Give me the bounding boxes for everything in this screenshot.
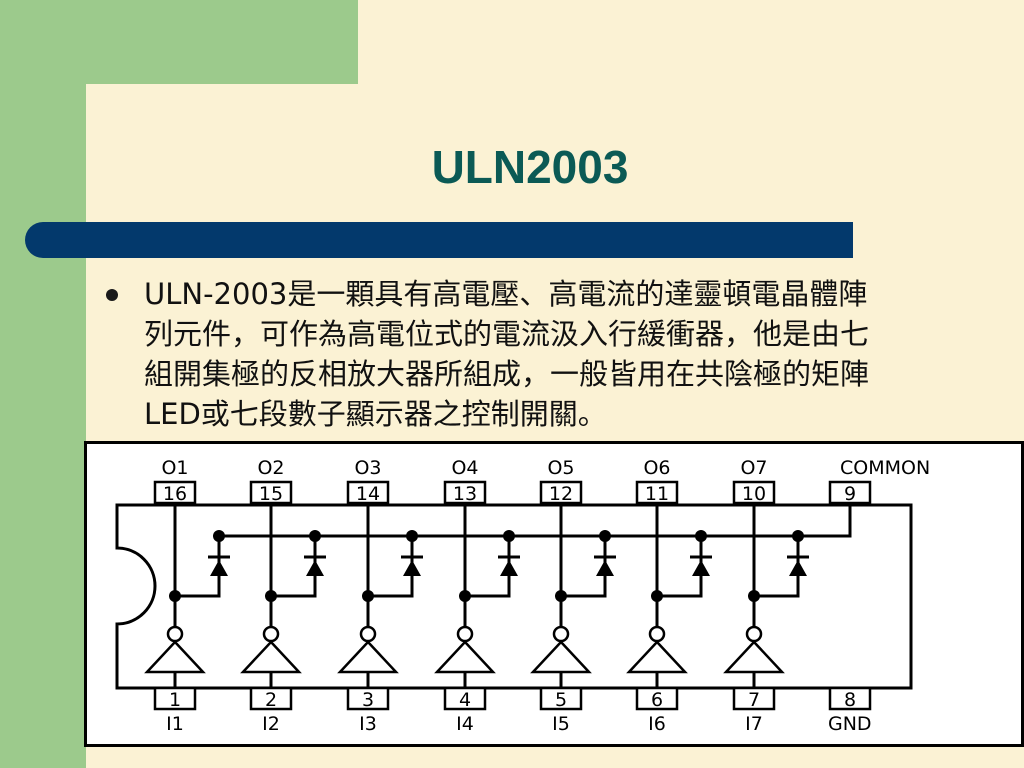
bottom-pin-label-7: I7 [745, 713, 763, 735]
top-pin-number-3: 14 [356, 483, 380, 505]
top-pin-number-5: 12 [549, 483, 573, 505]
top-pin-label-3: O3 [354, 457, 381, 479]
bottom-pin-number-6: 6 [651, 689, 663, 711]
bottom-pin-label-6: I6 [648, 713, 666, 735]
bottom-pin-label-8: GND [828, 713, 872, 735]
bus-node-1 [213, 530, 225, 542]
inverter-bubble-4 [456, 625, 474, 643]
bottom-pin-number-3: 3 [362, 689, 374, 711]
green-top-tab [0, 0, 358, 84]
bus-node-2 [309, 530, 321, 542]
inverter-bubble-6 [648, 625, 666, 643]
top-pin-label-4: O4 [451, 457, 478, 479]
title-underline-bar [25, 222, 853, 258]
top-pin-label-5: O5 [547, 457, 574, 479]
parchment-top [358, 0, 1024, 100]
diode-wire-6 [657, 536, 703, 598]
bottom-pin-number-4: 4 [459, 689, 471, 711]
inverter-bubble-3 [359, 625, 377, 643]
top-pin-number-6: 11 [645, 483, 669, 505]
diode-wire-4 [465, 536, 511, 598]
top-pin-number-1: 16 [163, 483, 187, 505]
chip-schematic: O1 16 1I1 O2 15 2I2 O3 14 3I3 O4 13 4I4 O5 12 5I5 O6 11 6… [115, 457, 930, 735]
common-bus [219, 505, 852, 538]
bottom-pin-label-3: I3 [359, 713, 377, 735]
inverter-2 [240, 640, 302, 674]
inverter-bubble-7 [745, 625, 763, 643]
diode-wire-2 [271, 536, 317, 598]
bottom-pin-number-2: 2 [265, 689, 277, 711]
top-pin-label-8: COMMON [840, 457, 930, 479]
diode-wire-3 [368, 536, 414, 598]
bottom-pin-number-8: 8 [844, 689, 856, 711]
bullet-line-1: ULN-2003是一顆具有高電壓、高電流的達靈頓電晶體陣 [144, 277, 868, 311]
bullet-text: ULN-2003是一顆具有高電壓、高電流的達靈頓電晶體陣 列元件，可作為高電位式… [144, 274, 1004, 434]
green-sidebar [0, 0, 86, 768]
top-pin-number-7: 10 [742, 483, 766, 505]
diode-2 [306, 560, 324, 576]
bullet-line-4: LED或七段數子顯示器之控制開關。 [144, 397, 607, 431]
diode-3 [403, 560, 421, 576]
bus-node-3 [406, 530, 418, 542]
bus-node-7 [792, 530, 804, 542]
inverter-1 [144, 640, 206, 674]
diode-4 [500, 560, 518, 576]
inverter-3 [337, 640, 399, 674]
diode-7 [789, 560, 807, 576]
inverter-7 [723, 640, 785, 674]
bottom-pin-label-5: I5 [552, 713, 570, 735]
bullet-line-3: 組開集極的反相放大器所組成，一般皆用在共陰極的矩陣 [144, 357, 870, 391]
bullet-line-2: 列元件，可作為高電位式的電流汲入行緩衝器，他是由七 [144, 317, 870, 351]
inverter-4 [434, 640, 496, 674]
diode-6 [692, 560, 710, 576]
chip-body [115, 503, 913, 690]
bus-node-4 [503, 530, 515, 542]
bottom-pin-label-4: I4 [456, 713, 474, 735]
top-pin-number-4: 13 [453, 483, 477, 505]
bus-node-5 [599, 530, 611, 542]
top-pin-label-1: O1 [161, 457, 188, 479]
bottom-pin-label-1: I1 [166, 713, 184, 735]
inverter-bubble-1 [166, 625, 184, 643]
diode-1 [210, 560, 228, 576]
diode-5 [596, 560, 614, 576]
top-pin-label-6: O6 [643, 457, 670, 479]
bottom-pin-label-2: I2 [262, 713, 280, 735]
bottom-pin-number-5: 5 [555, 689, 567, 711]
top-pin-number-8: 9 [844, 483, 856, 505]
bus-node-6 [695, 530, 707, 542]
bottom-pin-box-8 [828, 686, 872, 711]
top-pin-label-7: O7 [740, 457, 767, 479]
diode-wire-7 [754, 536, 800, 598]
bottom-pin-number-7: 7 [748, 689, 760, 711]
slide-title: ULN2003 [431, 141, 629, 193]
diode-wire-5 [561, 536, 607, 598]
inverter-6 [626, 640, 688, 674]
inverter-bubble-2 [262, 625, 280, 643]
top-pin-number-2: 15 [259, 483, 283, 505]
bottom-pin-number-1: 1 [169, 689, 181, 711]
diode-wire-1 [175, 536, 221, 598]
inverter-5 [530, 640, 592, 674]
top-pin-label-2: O2 [257, 457, 284, 479]
inverter-bubble-5 [552, 625, 570, 643]
bullet-dot [106, 289, 118, 301]
